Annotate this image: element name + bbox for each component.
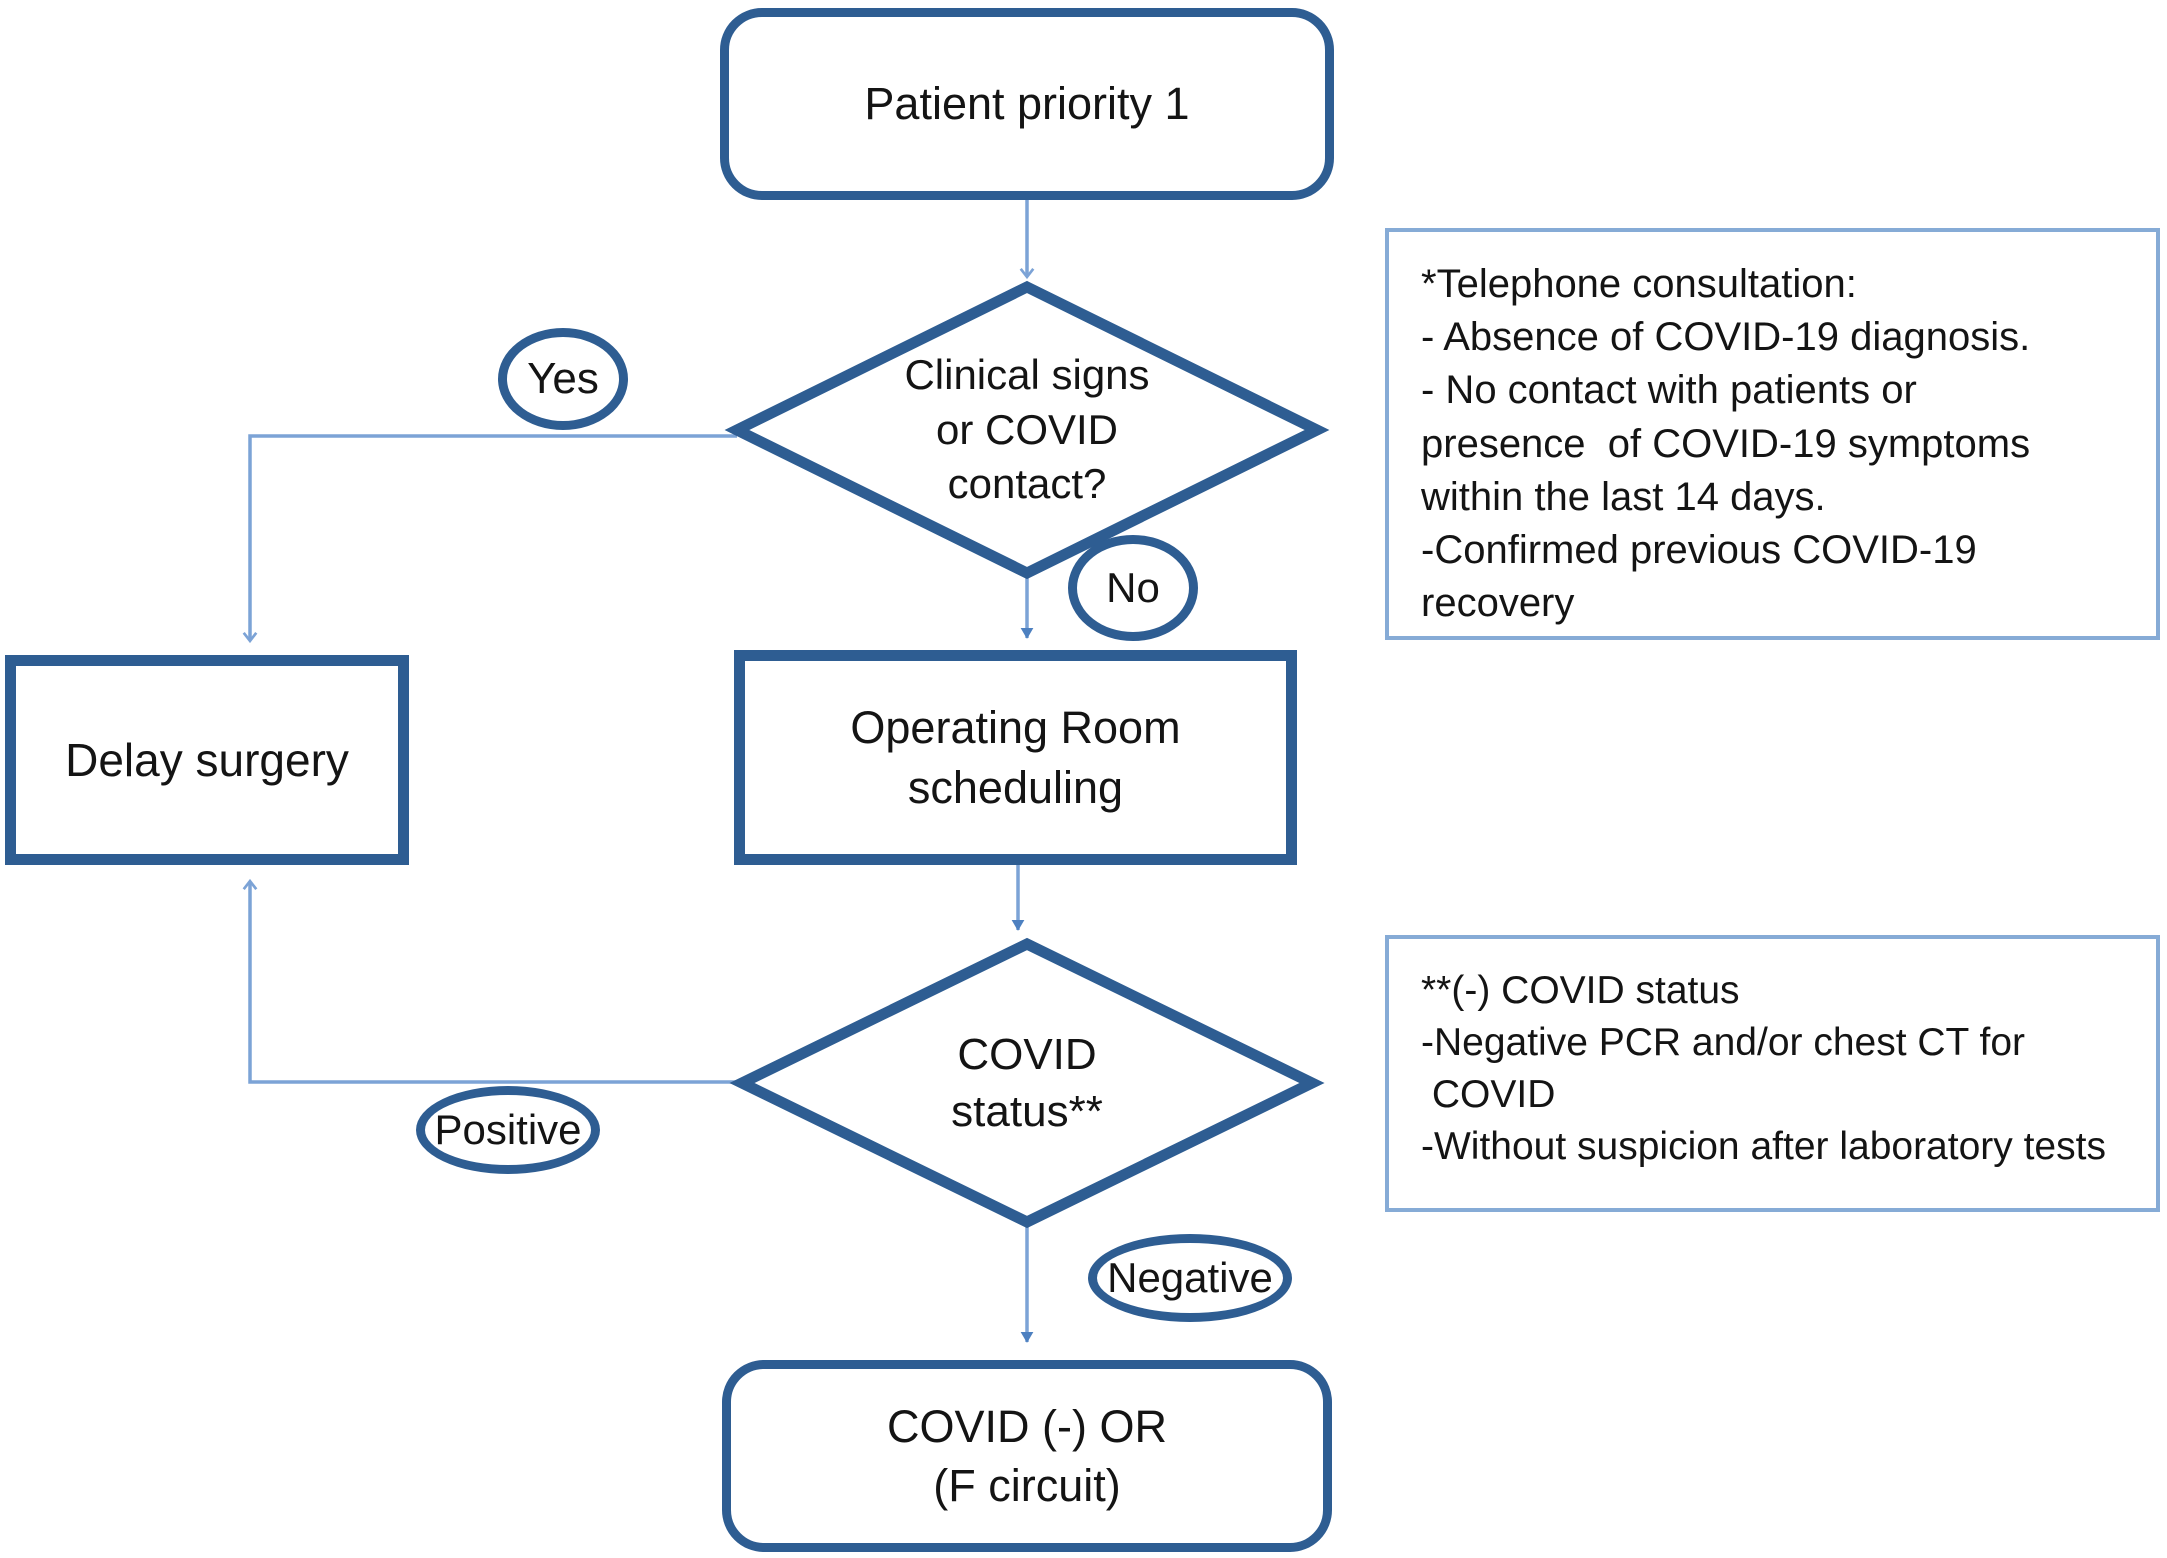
- node-covid-negative-or-label: COVID (-) OR (F circuit): [887, 1400, 1167, 1511]
- node-delay-surgery: Delay surgery: [5, 655, 409, 865]
- arrow-yes-to-delay-surgery: [242, 434, 737, 644]
- edge-label-yes-text: Yes: [527, 354, 599, 403]
- arrow-positive-to-delay-surgery: [242, 878, 742, 1084]
- clinical-decision-label: Clinical signs or COVID contact?: [904, 351, 1150, 508]
- clinical-decision-diamond: [724, 280, 1330, 580]
- edge-label-no: No: [1068, 535, 1198, 641]
- edge-label-positive: Positive: [416, 1086, 600, 1174]
- covid-status-decision-label: COVID status**: [951, 1029, 1103, 1136]
- edge-label-positive-text: Positive: [434, 1106, 582, 1153]
- node-covid-negative-or: COVID (-) OR (F circuit): [722, 1360, 1332, 1552]
- covid-status-decision-diamond: [729, 937, 1325, 1229]
- edge-label-negative: Negative: [1088, 1234, 1292, 1322]
- edge-label-no-text: No: [1106, 564, 1160, 611]
- node-patient-priority-label: Patient priority 1: [864, 78, 1190, 130]
- node-patient-priority: Patient priority 1: [720, 8, 1334, 200]
- edge-label-yes: Yes: [498, 328, 628, 430]
- edge-label-negative-text: Negative: [1107, 1254, 1273, 1301]
- node-or-scheduling: Operating Room scheduling: [734, 650, 1297, 865]
- note-telephone-consultation: *Telephone consultation: - Absence of CO…: [1385, 228, 2160, 640]
- node-or-scheduling-label: Operating Room scheduling: [850, 702, 1181, 813]
- node-delay-surgery-label: Delay surgery: [65, 733, 349, 786]
- note-covid-status: **(-) COVID status -Negative PCR and/or …: [1385, 935, 2160, 1212]
